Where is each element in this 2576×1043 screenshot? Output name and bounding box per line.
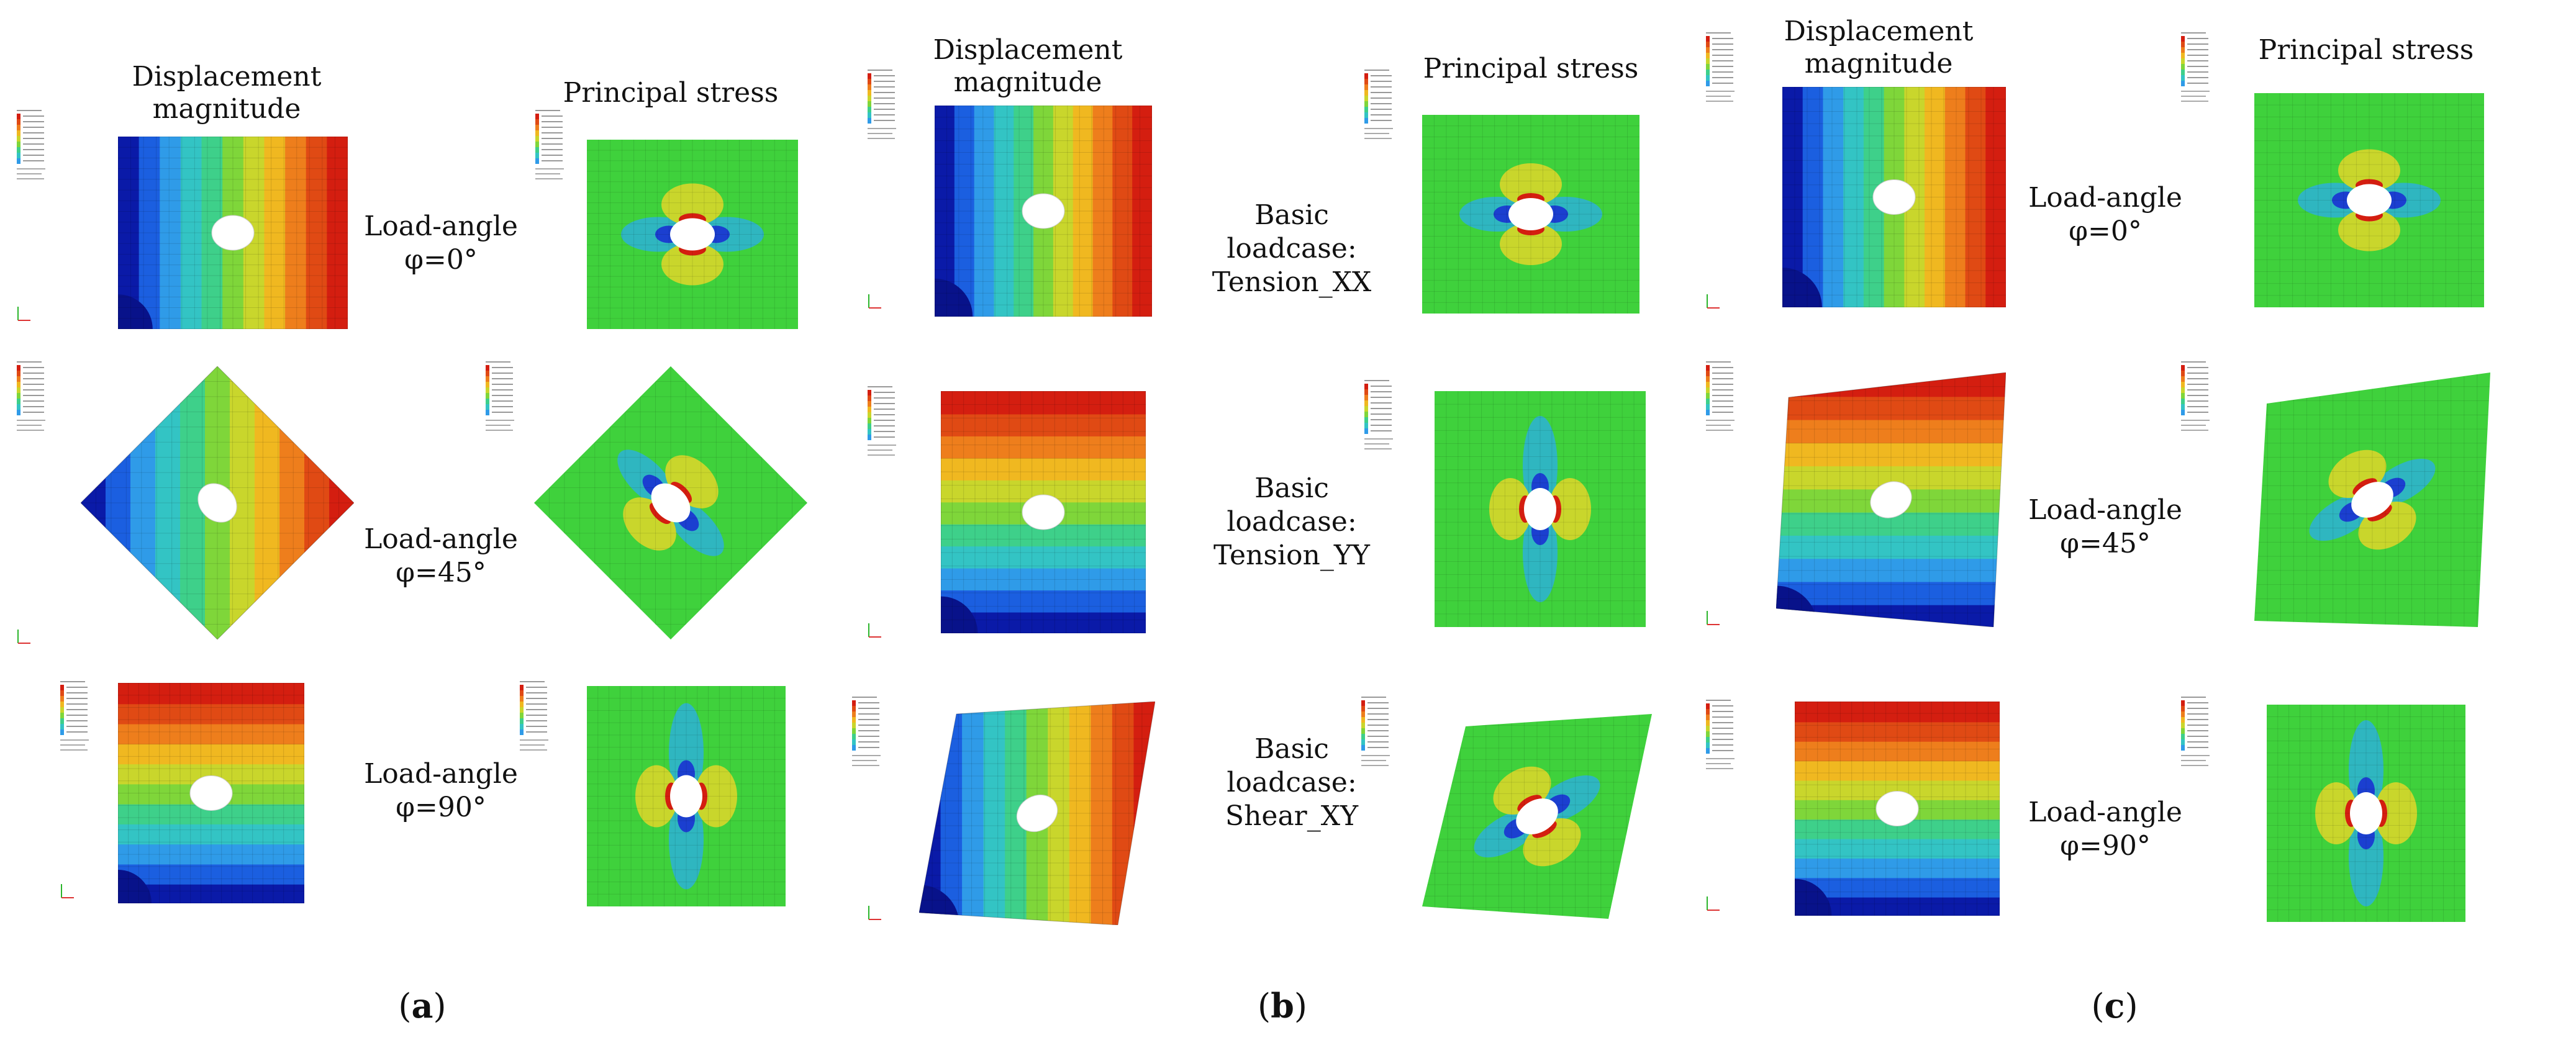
displacement-plot-b-row3 (919, 702, 1155, 925)
color-legend (484, 360, 534, 447)
label-a-row1-line2: φ=0° (404, 244, 478, 276)
label-c-row3-line1: Load-angle (2028, 797, 2182, 828)
displacement-plot-b-row1 (935, 106, 1152, 317)
displacement-plot-a-row3 (118, 683, 304, 903)
label-b-row2-line3: Tension_YY (1213, 540, 1370, 571)
axis-triad-icon (16, 304, 34, 323)
color-legend (1360, 695, 1410, 782)
stress-plot-c-row3 (2267, 705, 2465, 922)
color-legend (16, 109, 65, 196)
axis-triad-icon (16, 627, 34, 646)
stress-plot-a-row2 (534, 366, 807, 639)
label-c-row1-line1: Load-angle (2028, 182, 2182, 214)
label-c-row1-line2: φ=0° (2069, 215, 2142, 247)
color-legend (1705, 31, 1754, 118)
color-legend (59, 680, 109, 767)
color-legend (16, 360, 65, 447)
color-legend (2180, 695, 2229, 782)
displacement-plot-c-row3 (1795, 702, 2000, 916)
label-b-row2-line1: Basic (1254, 472, 1329, 504)
label-a-row3-line2: φ=90° (396, 792, 486, 823)
color-legend (866, 385, 916, 472)
label-b-row2-line2: loadcase: (1227, 506, 1357, 538)
stress-plot-b-row2 (1435, 391, 1646, 627)
header-b-principal-stress: Principal stress (1423, 53, 1639, 84)
subfigure-c-letter: c (2104, 986, 2125, 1026)
stress-plot-c-row1 (2254, 93, 2484, 307)
subfigure-c-open: ( (2091, 987, 2105, 1026)
label-b-row3-line1: Basic (1254, 733, 1329, 765)
label-a-row2-line2: φ=45° (396, 557, 486, 589)
axis-triad-icon (866, 621, 885, 639)
label-a-row3-line1: Load-angle (364, 758, 518, 790)
label-b-row1-line2: loadcase: (1227, 233, 1357, 264)
stress-plot-a-row1 (587, 140, 798, 329)
subfigure-label-b: (b) (1245, 987, 1320, 1025)
label-a-row3: Load-angle φ=90° (348, 757, 534, 824)
label-b-row3: Basic loadcase: Shear_XY (1199, 733, 1385, 833)
label-a-row2: Load-angle φ=45° (348, 523, 534, 590)
axis-triad-icon (1705, 608, 1723, 627)
label-b-row3-line3: Shear_XY (1225, 800, 1359, 832)
color-legend (2180, 360, 2229, 447)
axis-triad-icon (59, 882, 78, 900)
color-legend (2180, 31, 2229, 118)
color-legend (1363, 68, 1413, 155)
label-a-row1: Load-angle φ=0° (348, 210, 534, 277)
header-c-principal-stress: Principal stress (2258, 34, 2474, 66)
header-b-displacement: Displacement magnitude (933, 34, 1123, 98)
header-c-displacement: Displacement magnitude (1784, 16, 1974, 79)
color-legend (519, 680, 568, 767)
label-b-row1-line1: Basic (1254, 199, 1329, 231)
header-a-principal-stress: Principal stress (563, 77, 779, 109)
label-c-row2-line1: Load-angle (2028, 494, 2182, 526)
label-b-row2: Basic loadcase: Tension_YY (1199, 472, 1385, 572)
color-legend (534, 109, 584, 196)
label-b-row1: Basic loadcase: Tension_XX (1199, 199, 1385, 299)
label-a-row2-line1: Load-angle (364, 523, 518, 555)
stress-plot-c-row2 (2254, 372, 2490, 627)
label-c-row3-line2: φ=90° (2060, 830, 2151, 862)
subfigure-label-c: (c) (2077, 987, 2152, 1025)
subfigure-b-open: ( (1258, 987, 1271, 1026)
stress-plot-a-row3 (587, 686, 786, 906)
label-b-row3-line2: loadcase: (1227, 767, 1357, 798)
axis-triad-icon (866, 292, 885, 310)
subfigure-b-close: ) (1294, 987, 1307, 1026)
subfigure-a-close: ) (433, 987, 447, 1026)
subfigure-c-close: ) (2125, 987, 2138, 1026)
subfigure-a-open: ( (398, 987, 412, 1026)
axis-triad-icon (1705, 292, 1723, 310)
stress-plot-b-row1 (1422, 115, 1639, 314)
color-legend (866, 68, 916, 155)
header-a-displacement: Displacement magnitude (132, 61, 322, 125)
label-c-row1: Load-angle φ=0° (2012, 181, 2198, 248)
subfigure-a-letter: a (411, 986, 433, 1026)
axis-triad-icon (1705, 894, 1723, 913)
color-legend (1363, 379, 1413, 466)
label-c-row3: Load-angle φ=90° (2012, 796, 2198, 863)
stress-plot-b-row3 (1422, 714, 1652, 919)
displacement-plot-c-row1 (1782, 87, 2006, 307)
label-c-row2-line2: φ=45° (2060, 528, 2151, 559)
color-legend (1705, 698, 1754, 785)
displacement-plot-b-row2 (941, 391, 1146, 633)
label-b-row1-line3: Tension_XX (1212, 266, 1372, 298)
subfigure-label-a: (a) (385, 987, 460, 1025)
subfigure-b-letter: b (1271, 986, 1294, 1026)
displacement-plot-a-row2 (81, 366, 354, 639)
displacement-plot-a-row1 (118, 137, 348, 329)
label-c-row2: Load-angle φ=45° (2012, 494, 2198, 561)
axis-triad-icon (866, 903, 885, 922)
displacement-plot-c-row2 (1776, 372, 2006, 627)
color-legend (851, 695, 900, 782)
label-a-row1-line1: Load-angle (364, 210, 518, 242)
color-legend (1705, 360, 1754, 447)
